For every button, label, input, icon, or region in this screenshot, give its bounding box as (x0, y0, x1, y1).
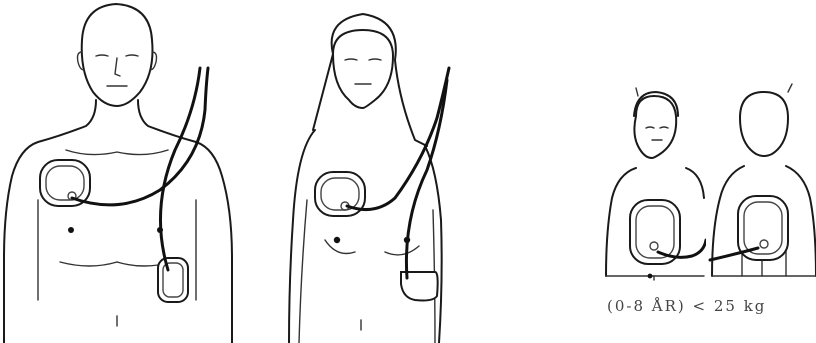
child-front-pad (630, 200, 680, 264)
male-pad-lower (158, 258, 188, 302)
male-pad-upper (40, 160, 90, 206)
male-pad-cable (72, 68, 208, 205)
male-torso (4, 100, 232, 343)
child-age-weight-caption: (0-8 ÅR) < 25 kg (607, 297, 816, 321)
child-front-figure (596, 80, 706, 290)
female-head (313, 14, 427, 146)
child-front-head (634, 88, 678, 158)
male-head (78, 4, 157, 106)
adult-female-figure (275, 0, 475, 343)
child-back-figure (706, 78, 816, 290)
child-back-head (740, 84, 792, 156)
adult-male-figure (0, 0, 275, 343)
